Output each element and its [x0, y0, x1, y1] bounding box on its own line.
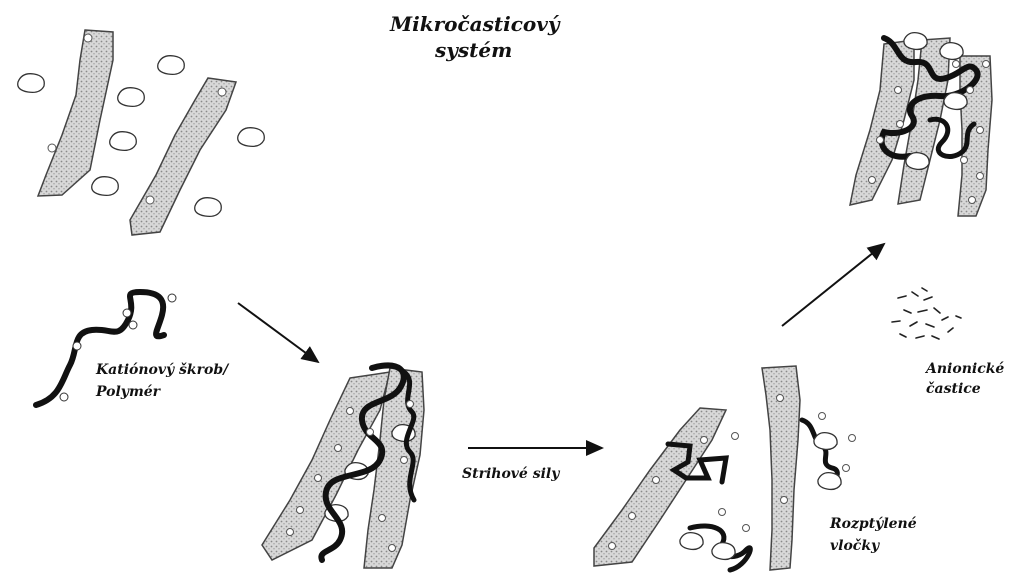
dispersed-label-line2: vločky	[830, 537, 879, 556]
stage-dispersed	[594, 366, 856, 570]
filler-particle	[110, 132, 137, 151]
filler-particle	[118, 88, 145, 107]
filler-particle	[906, 153, 929, 170]
diagram-title-line2: systém	[435, 38, 512, 62]
stage-flocculated	[262, 365, 424, 568]
filler-particle	[195, 198, 222, 217]
filler-particle	[904, 33, 927, 50]
diagram-title-line1: Mikročasticový	[390, 12, 559, 36]
dispersed-label-line1: Rozptýlené	[830, 515, 917, 534]
polymer-label-line2: Polymér	[96, 383, 160, 402]
filler-particle	[92, 177, 119, 196]
filler-particle	[814, 433, 837, 450]
filler-particle	[238, 128, 265, 147]
stage-fibers-fillers	[18, 30, 265, 235]
filler-particle	[158, 56, 185, 75]
anionic-label-line2: častice	[926, 380, 981, 399]
filler-particle	[18, 74, 45, 93]
anionic-particles	[892, 288, 961, 339]
filler-particle	[940, 43, 963, 60]
filler-particle	[818, 473, 841, 490]
shear-label: Strihové sily	[462, 465, 559, 484]
anionic-label-line1: Anionické	[926, 360, 1004, 379]
filler-particle	[680, 533, 703, 550]
filler-particle	[944, 93, 967, 110]
fiber-strand	[594, 408, 726, 566]
process-arrow	[782, 244, 884, 326]
fiber-strand	[38, 30, 113, 196]
filler-particle	[712, 543, 735, 560]
polymer-label-line1: Katiónový škrob/	[96, 361, 228, 380]
stage-microparticle	[850, 33, 992, 216]
process-arrow	[238, 303, 318, 362]
